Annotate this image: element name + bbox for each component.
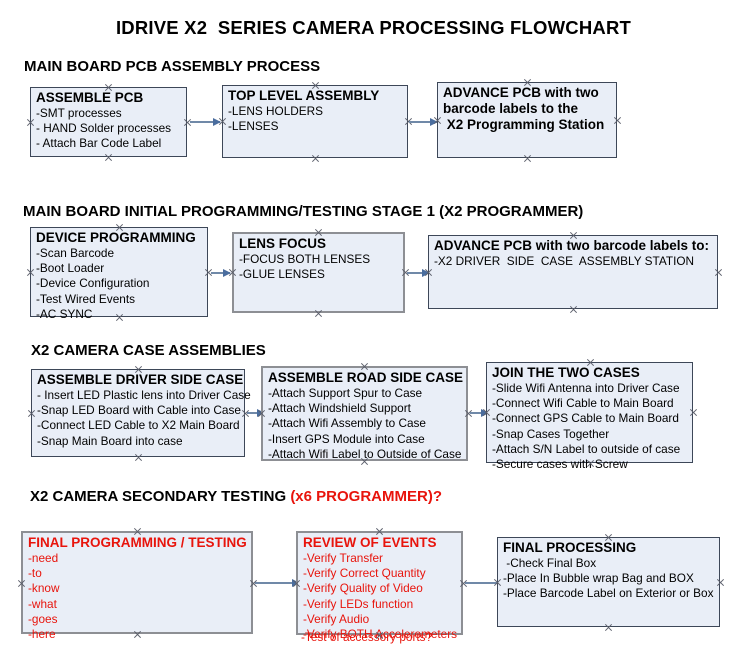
node-line: -Scan Barcode xyxy=(36,246,115,260)
node-lens-focus[interactable]: LENS FOCUS -FOCUS BOTH LENSES -GLUE LENS… xyxy=(232,232,405,313)
section-title-x2-camera-case-assemblies: X2 CAMERA CASE ASSEMBLIES xyxy=(31,342,266,359)
section-title-main-board-pcb-assembly: MAIN BOARD PCB ASSEMBLY PROCESS xyxy=(24,58,321,75)
node-top-level-assembly[interactable]: TOP LEVEL ASSEMBLY -LENS HOLDERS -LENSES xyxy=(222,85,408,158)
node-line: -AC SYNC xyxy=(36,306,93,321)
connector-device-programming-to-lens-focus xyxy=(211,268,231,277)
node-line: -Verify BOTH Accelerometers xyxy=(303,627,458,642)
node-line: -Insert GPS Module into Case xyxy=(268,431,425,446)
connector-lens-focus-to-advance-pcb-driver xyxy=(407,268,430,277)
node-line: -Verify LEDs function xyxy=(303,596,414,611)
node-title: REVIEW OF EVENTS xyxy=(303,535,437,550)
node-line: -Attach Windshield Support xyxy=(268,401,411,416)
node-line: -GLUE LENSES xyxy=(239,267,325,282)
node-review-of-events[interactable]: REVIEW OF EVENTS -Verify Transfer -Verif… xyxy=(296,531,463,641)
node-line: -goes xyxy=(28,611,58,626)
node-final-programming-testing[interactable]: FINAL PROGRAMMING / TESTING -need -to -k… xyxy=(21,531,253,641)
connector-road-case-to-join-cases xyxy=(470,408,489,417)
node-line: -Attach Support Spur to Case xyxy=(268,386,423,400)
node-line: - Attach Bar Code Label xyxy=(36,136,162,151)
node-title: ASSEMBLE ROAD SIDE CASE xyxy=(268,370,464,385)
section-title-x2-camera-secondary-testing: X2 CAMERA SECONDARY TESTING (x6 PROGRAMM… xyxy=(30,488,442,505)
node-line: -Verify Quality of Video xyxy=(303,581,423,596)
node-line: -Place Barcode Label on Exterior or Box xyxy=(503,586,714,601)
node-line: -here xyxy=(28,627,56,642)
node-title: ADVANCE PCB with two xyxy=(443,85,599,100)
node-advance-pcb-programming-station[interactable]: ADVANCE PCB with two barcode labels to t… xyxy=(437,82,617,158)
node-line: -Snap Main Board into case xyxy=(37,433,183,448)
node-line: -Connect LED Cable to X2 Main Board xyxy=(37,418,240,433)
arrow-head-icon xyxy=(481,408,489,417)
node-title: DEVICE PROGRAMMING xyxy=(36,230,196,245)
node-advance-pcb-driver-side-station[interactable]: ADVANCE PCB with two barcode labels to: … xyxy=(428,235,718,309)
node-line: -Connect GPS Cable to Main Board xyxy=(492,411,679,426)
arrow-head-icon xyxy=(223,268,231,277)
node-line: -to xyxy=(28,566,42,581)
section-title-text: X2 CAMERA SECONDARY TESTING xyxy=(30,488,291,505)
node-line: - Insert LED Plastic lens into Driver Ca… xyxy=(37,388,251,402)
node-line: -FOCUS BOTH LENSES xyxy=(239,252,371,266)
node-line: -Secure cases with Screw xyxy=(492,457,628,472)
node-line: -know xyxy=(28,581,60,596)
node-line: -Connect Wifi Cable to Main Board xyxy=(492,396,674,411)
node-title: TOP LEVEL ASSEMBLY xyxy=(228,88,380,103)
node-title: FINAL PROCESSING xyxy=(503,540,637,555)
node-title: ASSEMBLE PCB xyxy=(36,90,144,105)
node-line: X2 Programming Station xyxy=(443,117,605,132)
node-line: -Attach Wifi Label to Outside of Case xyxy=(268,446,462,461)
node-device-programming[interactable]: DEVICE PROGRAMMING -Scan Barcode -Boot L… xyxy=(30,227,208,321)
node-line: -need xyxy=(28,551,59,565)
node-title: LENS FOCUS xyxy=(239,236,327,251)
node-final-processing[interactable]: FINAL PROCESSING -Check Final Box -Place… xyxy=(497,537,720,627)
node-assemble-driver-side-case[interactable]: ASSEMBLE DRIVER SIDE CASE - Insert LED P… xyxy=(31,369,251,457)
node-line: -Device Configuration xyxy=(36,276,150,291)
node-line: -Test Wired Events xyxy=(36,291,135,306)
node-title: ASSEMBLE DRIVER SIDE CASE xyxy=(37,372,244,387)
arrow-head-icon xyxy=(422,268,430,277)
node-line: -Snap Cases Together xyxy=(492,426,610,441)
section-title-main-board-initial-programming: MAIN BOARD INITIAL PROGRAMMING/TESTING S… xyxy=(23,203,584,220)
node-line: -Snap LED Board with Cable into Case xyxy=(37,403,241,418)
page-title: IDRIVE X2 SERIES CAMERA PROCESSING FLOWC… xyxy=(115,17,632,38)
node-title: JOIN THE TWO CASES xyxy=(492,365,640,380)
node-title: ADVANCE PCB with two barcode labels to: xyxy=(434,238,710,253)
node-line: -Slide Wifi Antenna into Driver Case xyxy=(492,381,680,395)
connector-assemble-pcb-to-top-level xyxy=(190,117,221,126)
node-line: -Place In Bubble wrap Bag and BOX xyxy=(503,571,694,586)
node-line: -Attach Wifi Assembly to Case xyxy=(268,416,426,431)
arrow-head-icon xyxy=(213,117,221,126)
node-title: FINAL PROGRAMMING / TESTING xyxy=(28,535,247,550)
node-assemble-road-side-case[interactable]: ASSEMBLE ROAD SIDE CASE -Attach Support … xyxy=(261,366,468,461)
arrow-head-icon xyxy=(430,117,438,126)
node-line: -Boot Loader xyxy=(36,261,105,276)
node-line: -Check Final Box xyxy=(503,556,597,570)
node-line: -Verify Transfer xyxy=(303,551,383,565)
node-line: - HAND Solder processes xyxy=(36,121,172,136)
node-line: barcode labels to the xyxy=(443,101,579,116)
node-line: -X2 DRIVER SIDE CASE ASSEMBLY STATION xyxy=(434,254,695,268)
node-assemble-pcb[interactable]: ASSEMBLE PCB -SMT processes - HAND Solde… xyxy=(30,87,187,157)
node-line: -LENSES xyxy=(228,119,279,134)
node-line: -what xyxy=(28,596,57,611)
connector-final-programming-to-review xyxy=(255,578,300,587)
node-overflow-line: -Test of accessory ports? xyxy=(301,630,433,644)
node-line: -SMT processes xyxy=(36,106,122,120)
node-line: -LENS HOLDERS xyxy=(228,104,324,118)
node-line: -Attach S/N Label to outside of case xyxy=(492,441,681,456)
node-line: -Verify Audio xyxy=(303,611,370,626)
section-title-accent: (x6 PROGRAMMER)? xyxy=(290,488,442,505)
connector-top-level-to-advance-pcb xyxy=(409,117,438,126)
node-join-the-two-cases[interactable]: JOIN THE TWO CASES -Slide Wifi Antenna i… xyxy=(486,362,693,471)
node-line: -Verify Correct Quantity xyxy=(303,566,426,581)
